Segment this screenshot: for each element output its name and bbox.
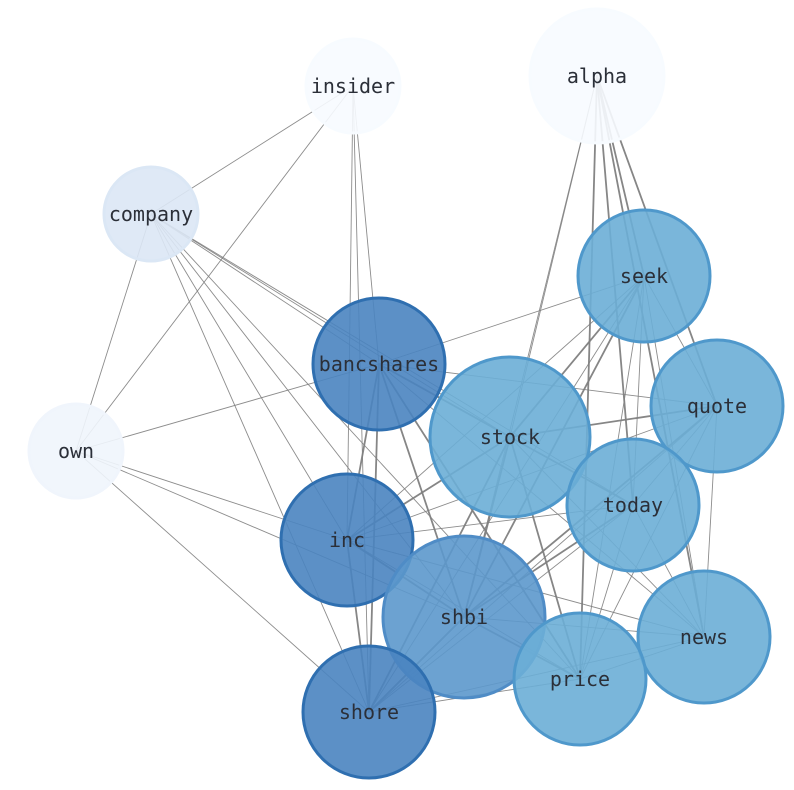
node-circle-own — [27, 402, 125, 500]
node-label-seek: seek — [620, 264, 668, 288]
node-seek: seek — [576, 208, 712, 344]
node-label-bancshares: bancshares — [319, 352, 439, 376]
node-alpha: alpha — [528, 7, 666, 145]
node-news: news — [636, 569, 772, 705]
node-circle-stock — [428, 355, 592, 519]
node-label-inc: inc — [329, 528, 365, 552]
node-circle-shore — [301, 644, 437, 780]
node-circle-inc — [279, 472, 415, 608]
node-label-insider: insider — [311, 74, 395, 98]
node-quote: quote — [649, 338, 785, 474]
edge-insider-own — [75, 85, 354, 452]
node-shbi: shbi — [381, 534, 547, 700]
node-today: today — [565, 437, 701, 573]
node-label-company: company — [109, 202, 193, 226]
node-label-alpha: alpha — [567, 64, 627, 88]
node-company: company — [102, 165, 200, 263]
node-price: price — [512, 611, 648, 747]
edge-company-shore — [150, 213, 370, 713]
edge-alpha-price — [579, 75, 598, 680]
node-inc: inc — [279, 472, 415, 608]
node-label-price: price — [550, 667, 610, 691]
node-circle-alpha — [528, 7, 666, 145]
node-insider: insider — [304, 37, 402, 135]
node-circle-price — [512, 611, 648, 747]
node-bancshares: bancshares — [311, 296, 447, 432]
node-own: own — [27, 402, 125, 500]
node-label-news: news — [680, 625, 728, 649]
node-label-quote: quote — [687, 394, 747, 418]
node-circle-seek — [576, 208, 712, 344]
node-label-shore: shore — [339, 700, 399, 724]
node-circle-company — [102, 165, 200, 263]
nodes-layer: insider alpha company seek bancshares quote st… — [27, 7, 785, 780]
node-circle-news — [636, 569, 772, 705]
node-stock: stock — [428, 355, 592, 519]
node-shore: shore — [301, 644, 437, 780]
node-label-own: own — [58, 439, 94, 463]
node-circle-quote — [649, 338, 785, 474]
node-label-today: today — [603, 493, 663, 517]
node-circle-shbi — [381, 534, 547, 700]
node-label-shbi: shbi — [440, 605, 488, 629]
node-circle-bancshares — [311, 296, 447, 432]
node-label-stock: stock — [480, 425, 540, 449]
node-circle-insider — [304, 37, 402, 135]
node-circle-today — [565, 437, 701, 573]
